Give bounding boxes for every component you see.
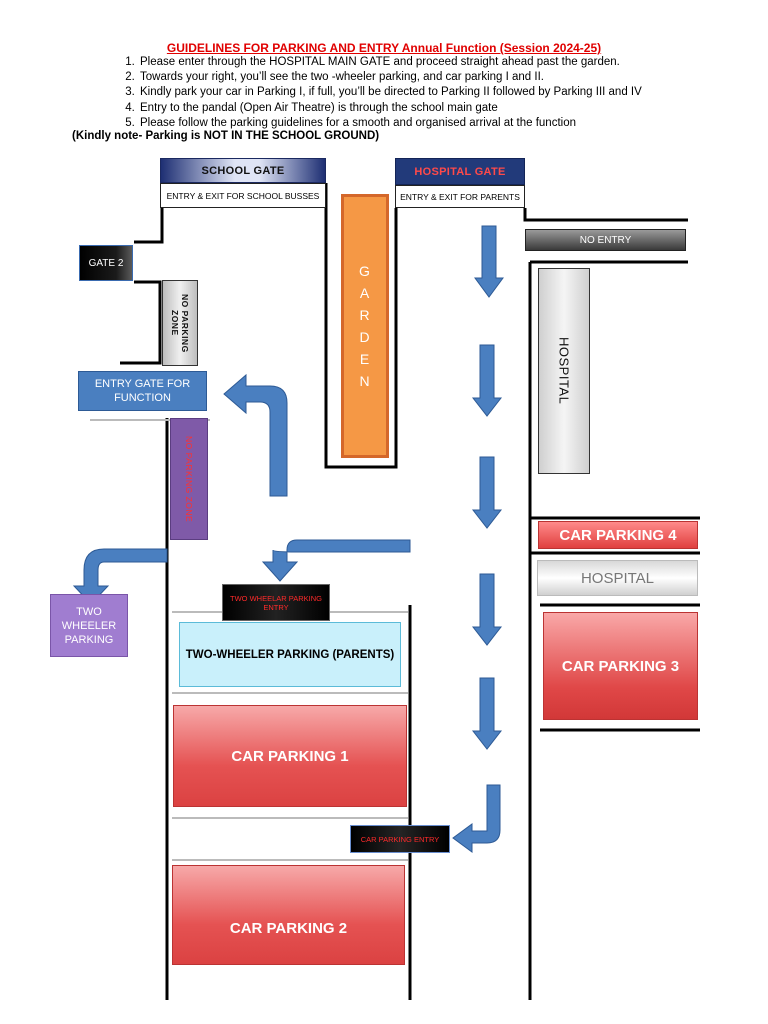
car-parking-4: CAR PARKING 4: [538, 521, 698, 549]
no-entry-sign: NO ENTRY: [525, 229, 686, 251]
garden: G A R D E N: [341, 194, 389, 458]
hospital-building-vertical: HOSPITAL: [538, 268, 590, 474]
arrow-down-icon: [471, 573, 503, 646]
arrow-down-icon: [471, 456, 503, 529]
arrow-turn-left-icon: [223, 373, 288, 497]
no-parking-zone-upper: NO PARKING ZONE: [162, 280, 198, 366]
two-wheeler-parking-parents: TWO-WHEELER PARKING (PARENTS): [179, 622, 401, 687]
direction-arrows: [72, 225, 504, 853]
no-parking-label: NO PARKING ZONE: [170, 293, 190, 353]
page-title: GUIDELINES FOR PARKING AND ENTRY Annual …: [166, 41, 602, 55]
parking-note: (Kindly note- Parking is NOT IN THE SCHO…: [72, 130, 380, 142]
garden-letter: N: [359, 373, 371, 389]
right-road-top: [523, 208, 688, 222]
arrow-down-icon: [471, 344, 503, 417]
guideline-step: Please enter through the HOSPITAL MAIN G…: [138, 55, 768, 70]
garden-letter: A: [359, 285, 371, 301]
hospital-building-horizontal: HOSPITAL: [537, 560, 698, 596]
arrow-turn-left-icon: [452, 784, 501, 853]
garden-letter: R: [359, 307, 371, 323]
car-parking-3: CAR PARKING 3: [543, 612, 698, 720]
two-wheeler-parking-entry: TWO WHEELAR PARKING ENTRY: [222, 584, 330, 621]
car-parking-1: CAR PARKING 1: [173, 705, 407, 807]
road-lines: [120, 183, 700, 1000]
guideline-list: Please enter through the HOSPITAL MAIN G…: [118, 55, 768, 131]
left-road-gate2: [120, 280, 162, 365]
school-gate: SCHOOL GATE: [160, 158, 326, 183]
arrow-turn-down-icon: [261, 539, 411, 582]
arrow-down-icon: [471, 677, 503, 750]
guideline-step: Kindly park your car in Parking I, if fu…: [138, 85, 768, 100]
car-parking-entry: CAR PARKING ENTRY: [350, 825, 450, 853]
guideline-step: Entry to the pandal (Open Air Theatre) i…: [138, 101, 768, 116]
guideline-step: Towards your right, you’ll see the two -…: [138, 70, 768, 85]
gate-2: GATE 2: [79, 245, 133, 281]
guideline-step: Please follow the parking guidelines for…: [138, 116, 768, 131]
garden-letter: E: [359, 351, 371, 367]
hospital-gate-caption: ENTRY & EXIT FOR PARENTS: [395, 185, 525, 208]
garden-enclosure: [324, 183, 398, 469]
garden-letter: G: [359, 263, 371, 279]
no-parking-label: NO PARKING ZONE: [184, 435, 194, 523]
two-wheeler-parking: TWO WHEELER PARKING: [50, 594, 128, 657]
hospital-label: HOSPITAL: [556, 337, 572, 405]
left-road-upper: [134, 183, 164, 244]
arrow-down-icon: [474, 225, 504, 298]
no-parking-zone-lower: NO PARKING ZONE: [170, 418, 208, 540]
school-gate-caption: ENTRY & EXIT FOR SCHOOL BUSSES: [160, 183, 326, 208]
garden-letter: D: [359, 329, 371, 345]
car-parking-2: CAR PARKING 2: [172, 865, 405, 965]
entry-gate-for-function: ENTRY GATE FOR FUNCTION: [78, 371, 207, 411]
hospital-gate: HOSPITAL GATE: [395, 158, 525, 185]
